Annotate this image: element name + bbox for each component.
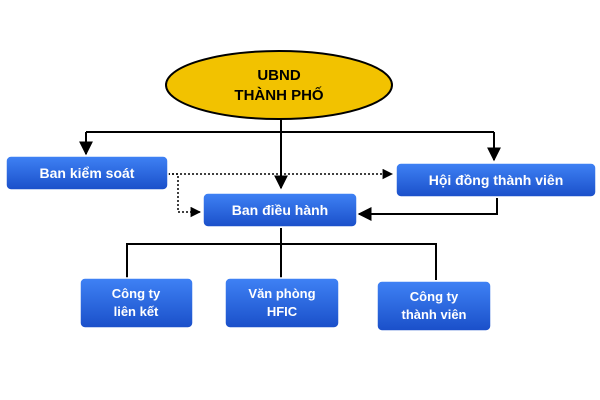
- hfic-line2: HFIC: [267, 304, 298, 319]
- affiliates-line2: liên kết: [114, 304, 159, 319]
- executive-label: Ban điều hành: [232, 202, 328, 218]
- arrow-council-to-executive: [357, 198, 498, 221]
- supervisory-label: Ban kiểm soát: [40, 165, 135, 181]
- supervisory-node: Ban kiểm soát: [5, 155, 169, 191]
- member-companies-line2: thành viên: [401, 307, 466, 322]
- executive-to-children-line: [126, 228, 282, 278]
- members-council-label: Hội đồng thành viên: [429, 172, 564, 188]
- affiliates-node: Công ty liên kết: [79, 277, 194, 329]
- line-to-members: [281, 243, 437, 280]
- root-node: UBND THÀNH PHỐ: [165, 50, 393, 120]
- member-companies-line1: Công ty: [410, 289, 459, 304]
- connectors: [79, 110, 501, 280]
- members-council-node: Hội đồng thành viên: [395, 162, 597, 198]
- executive-node: Ban điều hành: [202, 192, 358, 228]
- hfic-office-node: Văn phòng HFIC: [224, 277, 340, 329]
- member-companies-node: Công ty thành viên: [376, 280, 492, 332]
- dotted-supervisory-to-executive: [168, 173, 202, 218]
- affiliates-line1: Công ty: [112, 286, 161, 301]
- dotted-connectors: [168, 168, 394, 218]
- root-line2: THÀNH PHỐ: [234, 86, 323, 104]
- hfic-line1: Văn phòng: [248, 286, 315, 301]
- root-line1: UBND: [257, 67, 300, 84]
